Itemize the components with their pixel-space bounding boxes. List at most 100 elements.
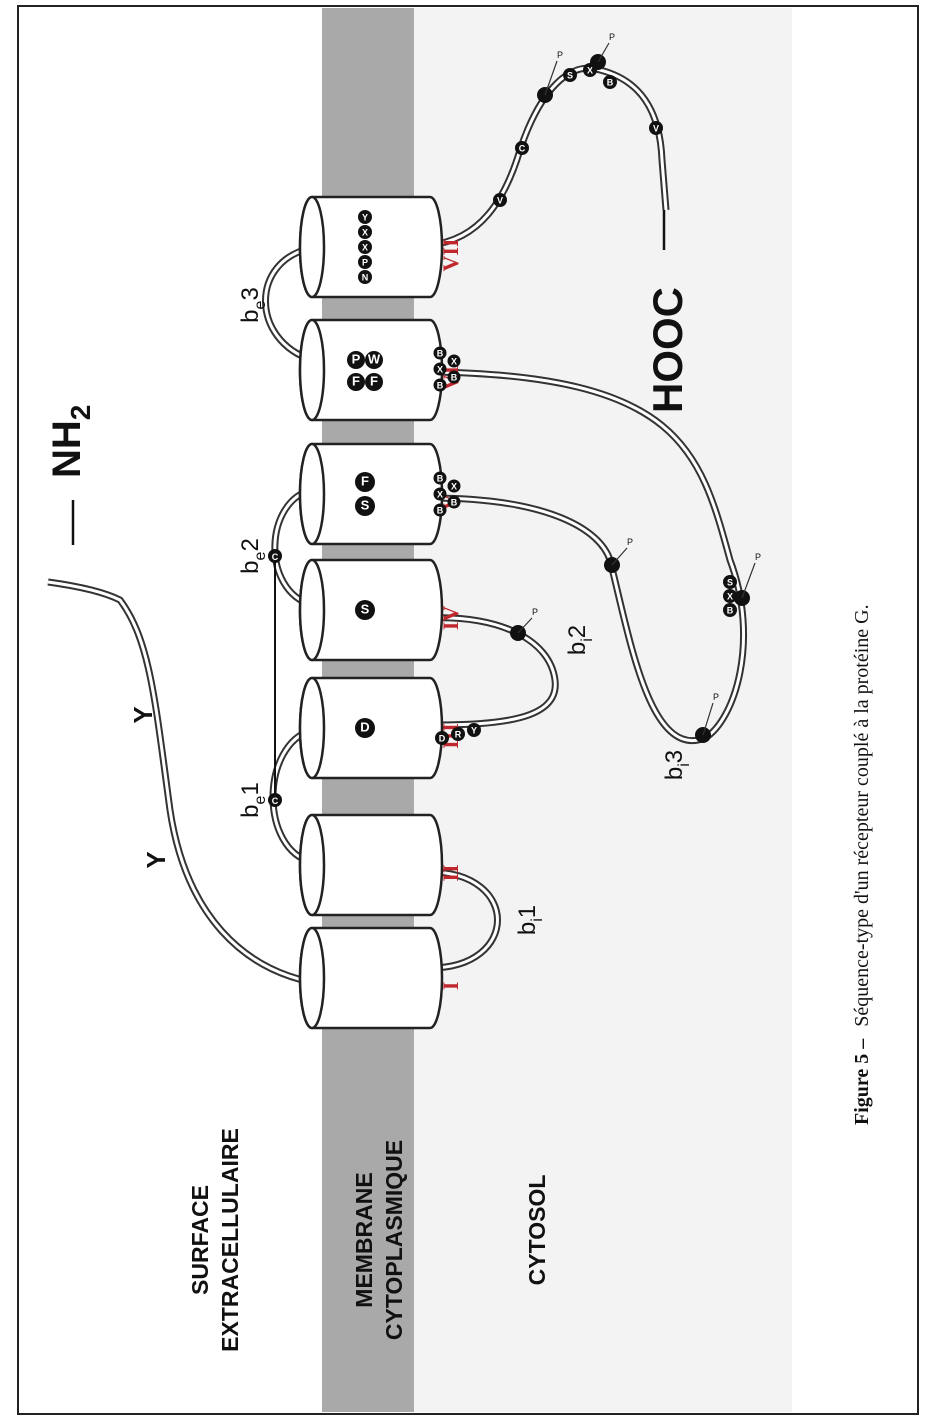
motif-bi3-residue: S [723,575,737,589]
figure-caption: Figure 5 – Séquence-type d'un récepteur c… [851,604,873,1125]
phospho-site: P [734,552,761,606]
phospho-site: P [510,607,538,641]
svg-text:C: C [272,552,279,562]
region-label-extracellular: SURFACE EXTRACELLULAIRE [187,1128,243,1352]
svg-text:W: W [368,352,381,367]
helix-residue: D [355,718,375,738]
svg-text:bi3: bi3 [661,750,693,780]
motif-v-residue: X [433,487,447,501]
helix-numeral-i: I [438,982,463,991]
cysteine-be2: C [268,549,282,563]
svg-text:P: P [609,32,615,42]
motif-vi-residue: X [447,354,461,368]
transmembrane-helices: IIIDIIISIVSFVFFPWVINPXXYVII [298,195,463,1030]
region-membrane-line1: MEMBRANE [351,1172,377,1307]
motif-vi-residue: X [433,362,447,376]
svg-text:Y: Y [128,706,158,723]
loop-label-be2: be2 [237,538,269,574]
cytosol-band [414,8,792,1412]
motif-bi3-residue: X [723,589,737,603]
svg-text:P: P [352,352,361,367]
loop-label-be3: be3 [237,287,269,323]
cysteine-be1: C [268,793,282,807]
motif-v-residue: B [433,471,447,485]
svg-text:P: P [713,692,719,702]
motif-tail-residue: V [649,121,663,135]
nh2-terminus: NH2 [45,405,96,478]
phosphorylation-sites: P P P P P P [510,32,761,743]
svg-text:C: C [519,144,526,154]
svg-text:B: B [437,381,444,391]
phospho-site: P [604,537,633,573]
motif-bi2-residue: Y [467,723,481,737]
loop-label-bi2: bi2 [564,625,596,655]
helix-residue: S [355,496,375,516]
helix-residue: X [358,225,372,239]
svg-text:P: P [532,607,538,617]
svg-text:P: P [362,258,368,268]
motif-vi-residue: B [433,346,447,360]
helix-residue: W [365,351,383,369]
svg-text:Y: Y [362,213,368,223]
svg-text:HOOC: HOOC [644,287,691,413]
helix-numeral-vii: VII [438,238,463,271]
svg-text:P: P [755,552,761,562]
svg-text:X: X [437,365,443,375]
motif-tail-residue: C [515,141,529,155]
svg-text:Figure 5 –Séquence-type d'un r: Figure 5 – Séquence-type d'un récepteur c… [851,604,873,1125]
motif-tail-residue: B [603,75,617,89]
svg-text:S: S [361,498,370,513]
svg-text:Y: Y [141,851,171,868]
helix-residue: N [358,270,372,284]
svg-text:V: V [497,196,503,206]
motif-vi-residue: B [447,370,461,384]
svg-text:N: N [362,273,369,283]
helix-residue: P [358,255,372,269]
glycosylation-mark-2: Y [128,706,158,723]
svg-text:D: D [360,720,369,735]
svg-text:B: B [437,474,444,484]
helix-residue: X [358,240,372,254]
region-cytosol: CYTOSOL [524,1175,550,1286]
svg-text:VII: VII [438,238,463,271]
svg-text:B: B [437,506,444,516]
svg-text:P: P [557,50,563,60]
helix-numeral-ii: II [438,864,463,881]
svg-text:X: X [451,482,457,492]
caption-text: Séquence-type d'un récepteur couplé à la… [851,604,873,1026]
region-extracellular-line2: EXTRACELLULAIRE [217,1128,243,1352]
motif-v-residue: B [447,495,461,509]
svg-text:X: X [362,228,368,238]
helix-residue: F [365,373,383,391]
svg-text:X: X [362,243,368,253]
motif-bi3-residue: B [723,603,737,617]
phospho-site: P [537,50,563,103]
svg-text:S: S [567,71,573,81]
region-label-membrane: MEMBRANE CYTOPLASMIQUE [351,1140,407,1340]
svg-text:NH2: NH2 [45,405,96,478]
svg-text:bi2: bi2 [564,625,596,655]
helix-numeral-iv: IV [438,606,463,631]
svg-text:F: F [370,374,378,389]
svg-text:I: I [438,982,463,991]
svg-text:S: S [727,578,733,588]
svg-text:be3: be3 [237,287,269,323]
caption-label: Figure 5 – [851,1038,873,1125]
svg-text:X: X [727,592,733,602]
svg-text:F: F [352,374,360,389]
svg-text:R: R [455,730,462,740]
svg-text:II: II [438,864,463,881]
helix-iv: S IV [298,558,463,662]
svg-text:C: C [272,796,279,806]
region-extracellular-line1: SURFACE [187,1185,213,1295]
loop-label-be1: be1 [237,782,269,818]
phospho-site: P [590,32,615,70]
loop-label-bi1: bi1 [514,905,546,935]
helix-residue: S [355,600,375,620]
svg-text:B: B [451,373,458,383]
helix-residue: F [355,472,375,492]
motif-bi2-residue: R [451,727,465,741]
